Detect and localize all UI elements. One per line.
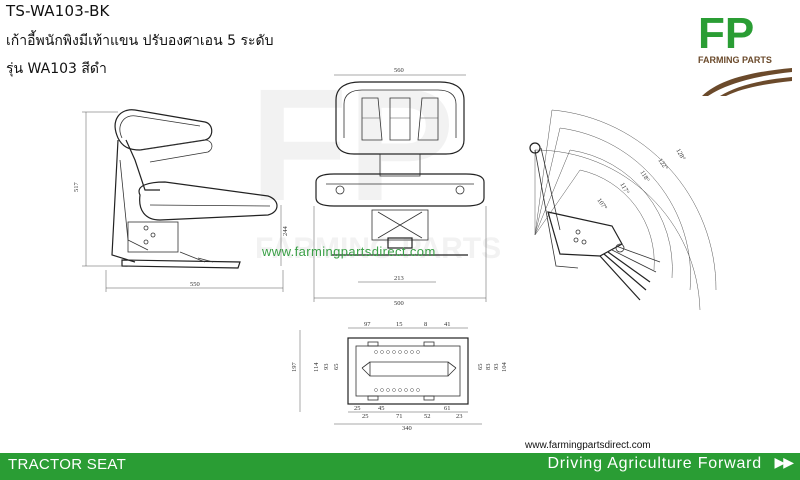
footer-bar xyxy=(0,453,800,480)
dim-top-41: 41 xyxy=(444,321,451,328)
dim-bottom-25a: 25 xyxy=(354,405,361,412)
dim-left-114: 114 xyxy=(313,362,320,372)
dim-right-93: 93 xyxy=(493,364,500,371)
dim-500: 500 xyxy=(394,300,404,307)
dim-bottom-23: 23 xyxy=(456,413,463,420)
dim-244: 244 xyxy=(282,226,289,237)
dim-left-197: 197 xyxy=(291,362,298,373)
base-plate-view: 97 15 8 41 25 25 45 71 52 61 23 340 197 … xyxy=(291,321,508,432)
dim-bottom-25b: 25 xyxy=(362,413,369,420)
angle-107: 107° xyxy=(595,197,608,211)
watermark: FP FARMING PARTS xyxy=(250,55,501,265)
dim-left-65: 65 xyxy=(333,364,340,371)
description-line-2: รุ่น WA103 สีดำ xyxy=(6,61,107,77)
dim-top-8: 8 xyxy=(424,321,427,328)
dim-right-104: 104 xyxy=(501,362,508,373)
dim-right-83: 83 xyxy=(485,364,492,371)
logo-swoosh-2 xyxy=(720,77,792,96)
logo-brand: FARMING PARTS xyxy=(698,55,772,65)
front-view: 560 213 xyxy=(313,67,487,307)
dim-left-93: 93 xyxy=(323,364,330,371)
dim-560: 560 xyxy=(394,67,404,74)
dim-bottom-52: 52 xyxy=(424,413,431,420)
dim-bottom-45: 45 xyxy=(378,405,385,412)
watermark-fp: FP xyxy=(250,55,454,234)
side-view: 517 244 550 xyxy=(73,109,289,292)
model-code: TS-WA103-BK xyxy=(6,2,110,20)
angle-118: 118° xyxy=(638,169,651,183)
angle-117: 117° xyxy=(618,182,630,196)
watermark-site: www.farmingpartsdirect.com xyxy=(262,244,436,259)
dim-bottom-71: 71 xyxy=(396,413,403,420)
farming-parts-logo: FP FARMING PARTS xyxy=(698,9,792,96)
description-line-1: เก้าอี้พนักพิงมีเท้าแขน ปรับองศาเอน 5 ระ… xyxy=(6,33,274,49)
dim-550: 550 xyxy=(190,281,200,288)
dim-517: 517 xyxy=(73,182,80,193)
dim-213: 213 xyxy=(394,275,404,282)
dim-top-15: 15 xyxy=(396,321,403,328)
footer-site: www.farmingpartsdirect.com xyxy=(525,440,651,451)
dim-bottom-61: 61 xyxy=(444,405,451,412)
dim-right-65: 65 xyxy=(477,364,484,371)
footer-category: TRACTOR SEAT xyxy=(8,456,127,473)
forward-arrows-icon: ▶▶ xyxy=(774,455,793,471)
watermark-brand: FARMING PARTS xyxy=(255,232,501,265)
angle-128: 128° xyxy=(674,148,686,163)
angle-122: 122° xyxy=(656,157,669,171)
logo-letters: FP xyxy=(698,9,754,58)
recline-view: 107° 117° 118° 122° 128° xyxy=(529,109,717,311)
dim-bottom-340: 340 xyxy=(402,425,412,432)
bolt-holes xyxy=(374,350,420,392)
footer-tagline: Driving Agriculture Forward xyxy=(547,455,762,472)
logo-swoosh-1 xyxy=(702,68,792,96)
dim-top-97: 97 xyxy=(364,321,371,328)
